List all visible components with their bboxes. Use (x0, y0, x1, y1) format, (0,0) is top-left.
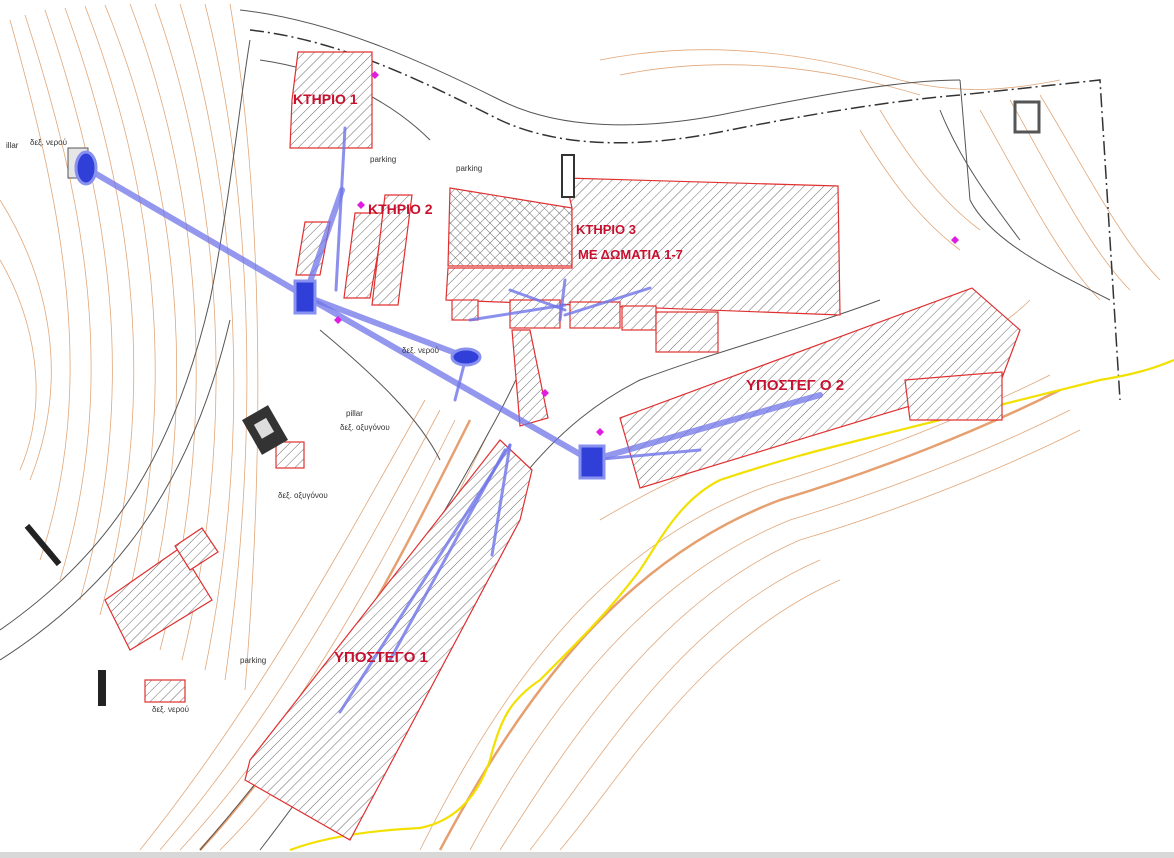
marker-hub-left (334, 316, 342, 324)
site-boundary (289, 358, 1174, 852)
pipe-center-to-building-3-d (563, 286, 652, 317)
pipe-hub-to-building-2 (302, 187, 345, 299)
marker-building-2 (357, 201, 365, 209)
water-tank-shed-bottom (144, 679, 186, 703)
label-water-tank-center: δεξ. νερού (402, 346, 439, 355)
network-nodes (74, 150, 606, 480)
building-2-footprint-c (295, 221, 331, 276)
oxygen-tank-dark-inner (253, 417, 275, 439)
small-building-lower-left (104, 547, 213, 651)
contour-lines-left (0, 3, 259, 691)
marker-right (951, 236, 959, 244)
chimney (561, 154, 575, 198)
building-3-crosshatch (447, 187, 573, 267)
label-building-3-rooms: ΜΕ ΔΩΜΑΤΙΑ 1-7 (578, 247, 683, 262)
label-parking-top-center: parking (456, 164, 482, 173)
water-tank-center-node (450, 347, 482, 367)
shed-2-footprint (619, 287, 1021, 489)
building-3-footprint (445, 177, 841, 316)
pipe-shed-2-a (589, 392, 823, 463)
retaining-wall-bottom-left (98, 670, 106, 706)
marker-building-1 (371, 71, 379, 79)
pipe-hub-to-center-tank (302, 293, 469, 360)
building-3-annex-d (655, 311, 719, 353)
building-3-annex-f (511, 329, 549, 427)
pipe-center-to-building-3-c (558, 278, 567, 322)
water-tank-left-node (74, 150, 98, 186)
ramp-top-right (1013, 100, 1041, 134)
label-oxygen-tank-2: δεξ. οξυγόνου (278, 491, 328, 500)
pipe-shed-1-b (490, 443, 512, 557)
building-3-annex-c (621, 305, 657, 331)
oxygen-tank-shed (275, 441, 305, 469)
label-pillar-left: illar (6, 141, 19, 150)
building-1-footprint (289, 51, 373, 149)
wall-segment-left (24, 523, 62, 567)
roads (0, 9, 1121, 851)
hub-node-shed-2 (578, 444, 606, 480)
pipe-building-1 (334, 126, 347, 292)
label-oxygen-tank-1: δεξ. οξυγόνου (340, 423, 390, 432)
label-water-tank-bottom: δεξ. νερού (152, 705, 189, 714)
access-points (334, 71, 959, 436)
marker-shed-2 (596, 428, 604, 436)
label-building-3: ΚΤΗΡΙΟ 3 (576, 222, 636, 237)
label-pillar-center: pillar (346, 409, 363, 418)
label-water-tank-left: δεξ. νερού (30, 138, 67, 147)
buildings (104, 51, 1021, 841)
building-3-annex-e (451, 299, 479, 321)
label-building-1: ΚΤΗΡΙΟ 1 (293, 91, 358, 107)
label-parking-bottom: parking (240, 656, 266, 665)
shed-2-end (904, 371, 1003, 421)
pipe-shed-1-c (388, 448, 507, 662)
small-building-lower-left-2 (174, 527, 219, 571)
hub-node-center-left (293, 279, 317, 315)
label-parking-top-left: parking (370, 155, 396, 164)
label-shed-2: ΥΠΟΣΤΕΓ Ο 2 (746, 377, 844, 394)
building-2-footprint-b (371, 194, 413, 306)
network-lines (83, 126, 823, 714)
pipe-center-to-building-3-b (508, 288, 567, 312)
label-shed-1: ΥΠΟΣΤΕΓΟ 1 (334, 649, 428, 666)
pipe-center-to-building-3-a (468, 303, 567, 322)
pipe-shed-2-b (590, 448, 702, 462)
pipe-tank-left-to-hub (83, 165, 308, 299)
shed-1-footprint (244, 439, 533, 841)
bottom-scroll-strip (0, 852, 1174, 858)
building-2-footprint-a (343, 212, 386, 299)
marker-building-3-annex (541, 389, 549, 397)
label-building-2: ΚΤΗΡΙΟ 2 (368, 201, 433, 217)
pipe-hub-to-shed-2-hub (302, 293, 593, 463)
